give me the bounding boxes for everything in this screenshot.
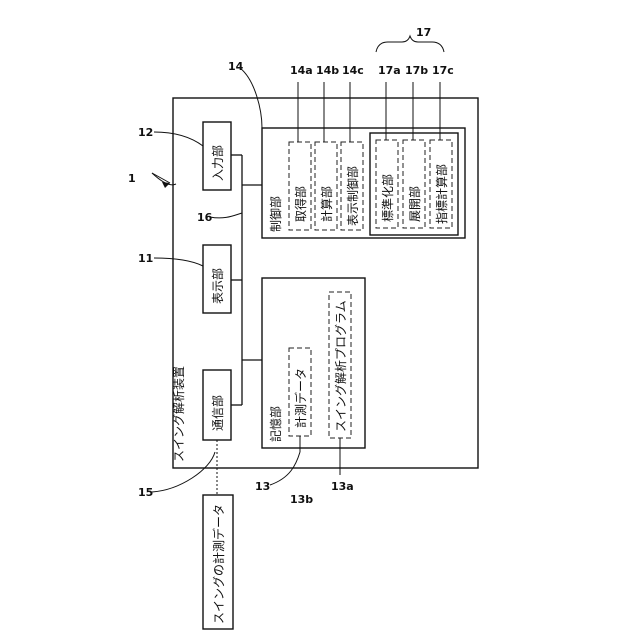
comm-label: 通信部 xyxy=(210,395,225,431)
program-label: スイング解析プログラム xyxy=(334,300,348,432)
display-ctrl-label: 表示制御部 xyxy=(345,166,360,226)
ref-control: 14 xyxy=(228,60,244,73)
ref-storage: 13 xyxy=(255,480,270,493)
ref-compute: 14b xyxy=(316,64,339,77)
compute-label: 計算部 xyxy=(319,186,334,222)
ref-normalize: 17a xyxy=(378,64,401,77)
measure-data-label: 計測データ xyxy=(293,368,308,428)
control-label: 制御部 xyxy=(268,196,283,232)
normalize-label: 標準化部 xyxy=(380,174,395,222)
swing-data-label: スイングの計測データ xyxy=(211,504,226,624)
acquire-label: 取得部 xyxy=(293,186,308,222)
ref-acquire: 14a xyxy=(290,64,313,77)
device-arrowhead xyxy=(162,182,170,188)
bus-lines xyxy=(231,155,262,405)
display-label: 表示部 xyxy=(210,268,225,304)
storage-label: 記憶部 xyxy=(268,406,283,442)
device-label: スイング解析装置 xyxy=(172,366,186,462)
ref-program: 13a xyxy=(331,480,354,493)
ref-comm: 15 xyxy=(138,486,153,499)
ref-display: 11 xyxy=(138,252,153,265)
index-calc-label: 指標計算部 xyxy=(434,164,449,224)
ref-measure-data: 13b xyxy=(290,493,313,506)
ref-group: 17 xyxy=(416,26,431,39)
ref-device: 1 xyxy=(128,172,136,185)
ref-index-calc: 17c xyxy=(432,64,454,77)
ref-expand: 17b xyxy=(405,64,428,77)
input-label: 入力部 xyxy=(210,145,225,181)
ref-bus: 16 xyxy=(197,211,213,224)
expand-label: 展開部 xyxy=(407,186,422,222)
ref-display-ctrl: 14c xyxy=(342,64,364,77)
ref-input: 12 xyxy=(138,126,153,139)
